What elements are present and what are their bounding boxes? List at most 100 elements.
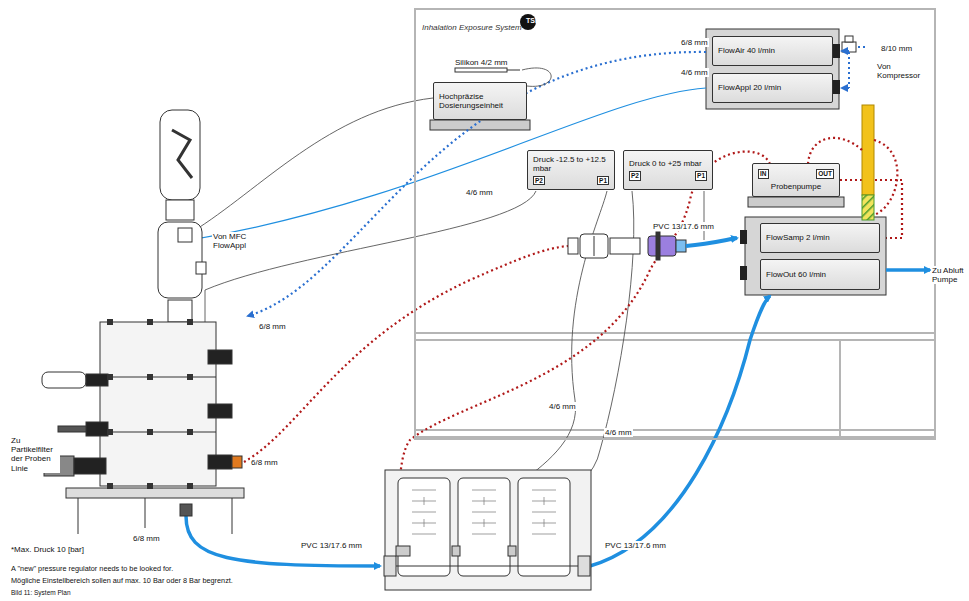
- regulator-stroke: [532, 490, 556, 491]
- device-name: Probenpumpe: [771, 182, 821, 191]
- device-name: FlowAir 40 l/min: [718, 46, 775, 55]
- bolt: [187, 319, 193, 325]
- sample-line: [244, 246, 568, 462]
- drawing-part: [568, 238, 578, 254]
- regulator-stroke: [532, 519, 556, 527]
- box-label: FlowOut 60 l/min: [766, 270, 874, 279]
- annotation: Zu Abluft Pumpe: [931, 266, 965, 284]
- sample-tube: [862, 105, 874, 195]
- device-name: Druck 0 to +25 mbar: [629, 159, 702, 168]
- device-box: FlowAir 40 l/min: [712, 36, 833, 66]
- drawing-part: [384, 556, 396, 576]
- drawing-part: [839, 340, 841, 437]
- drawing-part: [396, 546, 410, 556]
- annotation: A "new" pressure regulator needs to be l…: [10, 565, 174, 573]
- compressor-line: [848, 52, 850, 88]
- drawing-part: [415, 332, 935, 334]
- drawing-part: [578, 556, 590, 576]
- annotation: 4/6 mm: [465, 188, 494, 197]
- drawing-part: [458, 478, 510, 576]
- cabinet-frame: [415, 333, 935, 437]
- drawing-part: [833, 80, 840, 94]
- box-label: FlowSamp 2 l/min: [766, 233, 874, 242]
- drawing-part: [145, 498, 146, 528]
- drawing-part: [842, 42, 856, 52]
- bolt: [187, 483, 193, 489]
- annotation: PVC 13/17.6 mm: [652, 222, 715, 231]
- regulator-stroke: [472, 534, 496, 535]
- pin-row: INOUT: [758, 169, 834, 178]
- mfc-cluster: [745, 217, 886, 295]
- drawing-part: [66, 488, 244, 498]
- device-box: FlowOut 60 l/min: [760, 259, 880, 290]
- bolt: [187, 374, 193, 380]
- regulator-stroke: [412, 490, 436, 491]
- drawing-part: [833, 44, 840, 58]
- drawing-part: [208, 404, 232, 418]
- compressor-line: [858, 46, 866, 48]
- drawing-part: [610, 238, 640, 254]
- box-label: Druck -12.5 to +12.5 mbar: [533, 155, 609, 173]
- drawing-part: [86, 374, 108, 386]
- drawing-part: [208, 350, 232, 364]
- annotation: 4/6 mm: [604, 428, 633, 437]
- drawing-part: [232, 498, 233, 534]
- bolt: [187, 429, 193, 435]
- regulator-panel: [384, 470, 591, 590]
- syringe-icon: [455, 68, 520, 72]
- annotation: 6/8 mm: [680, 38, 709, 47]
- drawing-part: [594, 236, 595, 256]
- annotation: Von MFC FlowAppl: [212, 232, 262, 250]
- sample-line: [808, 138, 862, 164]
- sample-line: [874, 140, 897, 215]
- drawing-part: [160, 110, 200, 200]
- sample-filter: [862, 195, 874, 220]
- drawing-part: [415, 429, 935, 431]
- drawing-part: [180, 504, 192, 516]
- regulator-stroke: [472, 512, 496, 513]
- annotation: Silikon 4/2 mm: [454, 58, 508, 67]
- box-label: Probenpumpe: [758, 182, 834, 191]
- annotation: PVC 13/17.6 mm: [300, 541, 363, 550]
- box-label: Druck 0 to +25 mbar: [629, 159, 707, 168]
- regulator-stroke: [472, 519, 496, 527]
- pressure-line: [704, 191, 705, 240]
- exhaust-line: [590, 296, 770, 566]
- drawing-part: [196, 262, 206, 274]
- regulator-stroke: [412, 497, 436, 505]
- drawing-part: [676, 240, 686, 252]
- regulator-stroke: [472, 497, 496, 505]
- drawing-part: [740, 230, 747, 244]
- drawing-part: [656, 232, 660, 260]
- drawing-part: [232, 456, 242, 468]
- device-box: Druck 0 to +25 mbarP2 P1: [623, 150, 713, 190]
- sample-flow: [686, 238, 737, 246]
- annotation: 4/6 mm: [680, 68, 709, 77]
- annotation: *Max. Druck 10 [bar]: [10, 545, 85, 554]
- port-name: P2: [533, 176, 545, 185]
- port-name: P1: [695, 171, 707, 180]
- drawing-part: [166, 200, 194, 220]
- device-name: FlowOut 60 l/min: [766, 270, 826, 279]
- pressure-line: [205, 191, 536, 326]
- drawing-part: [385, 470, 591, 590]
- annotation: 6/8 mm: [258, 322, 287, 331]
- bolt: [147, 374, 153, 380]
- drawing-part: [518, 478, 570, 576]
- drawing-part: [86, 422, 108, 436]
- drawing-part: [74, 458, 106, 474]
- air-line: [842, 50, 849, 52]
- regulator-stroke: [532, 512, 556, 513]
- drawing-part: [78, 498, 79, 534]
- drawing-part: [580, 234, 608, 258]
- box-label: FlowAppl 20 l/min: [718, 83, 827, 92]
- device-name: FlowSamp 2 l/min: [766, 233, 830, 242]
- box-label: FlowAir 40 l/min: [718, 46, 827, 55]
- drawing-part: [168, 300, 192, 322]
- port-name: P2: [629, 171, 641, 180]
- drawing-part: [740, 266, 747, 280]
- drawing-part: [42, 372, 86, 388]
- device-box: FlowAppl 20 l/min: [712, 73, 833, 103]
- device-name: FlowAppl 20 l/min: [718, 83, 781, 92]
- pin-row: P2 P1: [629, 171, 707, 180]
